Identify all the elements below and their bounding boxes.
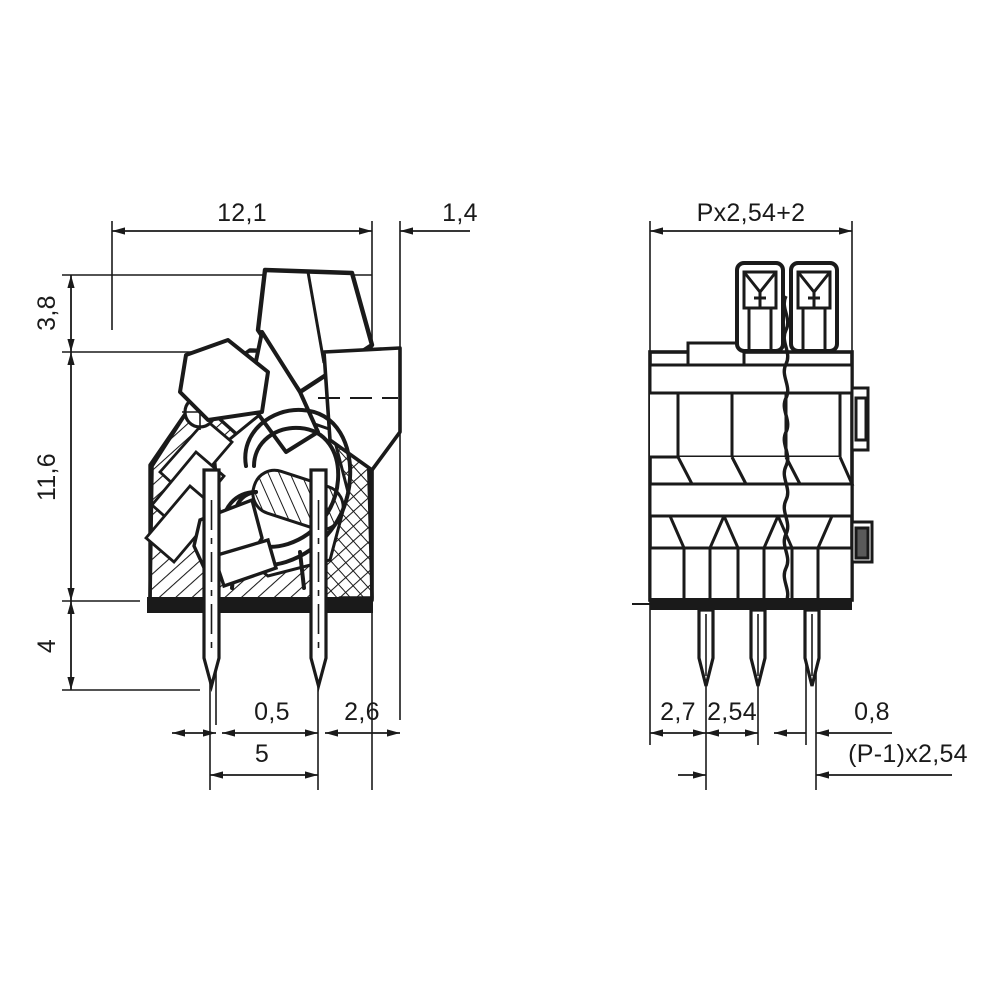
lever-front-2[interactable] [789, 261, 839, 353]
lever-front-1[interactable] [735, 261, 785, 353]
right-front-view: Px2,54+2 2,7 2,54 0,8 (P-1)x2,54 [632, 199, 968, 790]
dimension-width-flange: 1,4 [400, 199, 478, 235]
side-latch-tabs [850, 386, 874, 564]
dimension-pin-span: (P-1)x2,54 [678, 740, 968, 779]
solder-pins-front-view [697, 608, 821, 687]
dimension-label-pin-pitch-right: 2,54 [707, 698, 757, 726]
break-line [782, 295, 790, 603]
pole-chambers-upper [650, 391, 855, 486]
dimension-height-lever: 3,8 [33, 275, 75, 352]
dimension-height-body: 11,6 [33, 352, 75, 601]
dimension-label-overall-length: Px2,54+2 [697, 199, 806, 227]
dimension-label-width-flange: 1,4 [442, 199, 478, 227]
solder-pin-centrelines [705, 614, 813, 676]
dimension-width-overall: 12,1 [112, 199, 372, 235]
operating-levers-front[interactable] [735, 261, 839, 353]
dimension-label-height-pin: 4 [33, 639, 61, 653]
dimension-label-width-overall: 12,1 [217, 199, 267, 227]
dimension-label-pin-span: (P-1)x2,54 [848, 740, 968, 768]
dimension-overall-length: Px2,54+2 [650, 199, 852, 235]
dimension-row-pin-spacing: 2,7 2,54 0,8 [650, 698, 892, 737]
dimension-label-pin-width: 0,5 [254, 698, 290, 726]
pole-chambers-lower [648, 482, 854, 602]
dimension-label-pin-thickness: 0,8 [854, 698, 890, 726]
dimension-pin-pitch-left: 5 [210, 740, 318, 779]
dimension-label-pin-pitch-left: 5 [255, 740, 269, 768]
solder-pins-left-view [202, 468, 328, 693]
left-sectional-view: 12,1 1,4 3,8 11,6 4 0,5 2,6 [33, 199, 478, 790]
dimension-label-height-lever: 3,8 [33, 295, 61, 331]
dimension-label-height-body: 11,6 [33, 453, 61, 501]
baseplate-strip [632, 598, 852, 610]
dimension-height-pin: 4 [33, 601, 75, 690]
dimension-row-pin-detail: 0,5 2,6 [172, 698, 400, 737]
dimension-label-edge-to-pin: 2,7 [660, 698, 696, 726]
dimension-label-pin-offset: 2,6 [344, 698, 380, 726]
